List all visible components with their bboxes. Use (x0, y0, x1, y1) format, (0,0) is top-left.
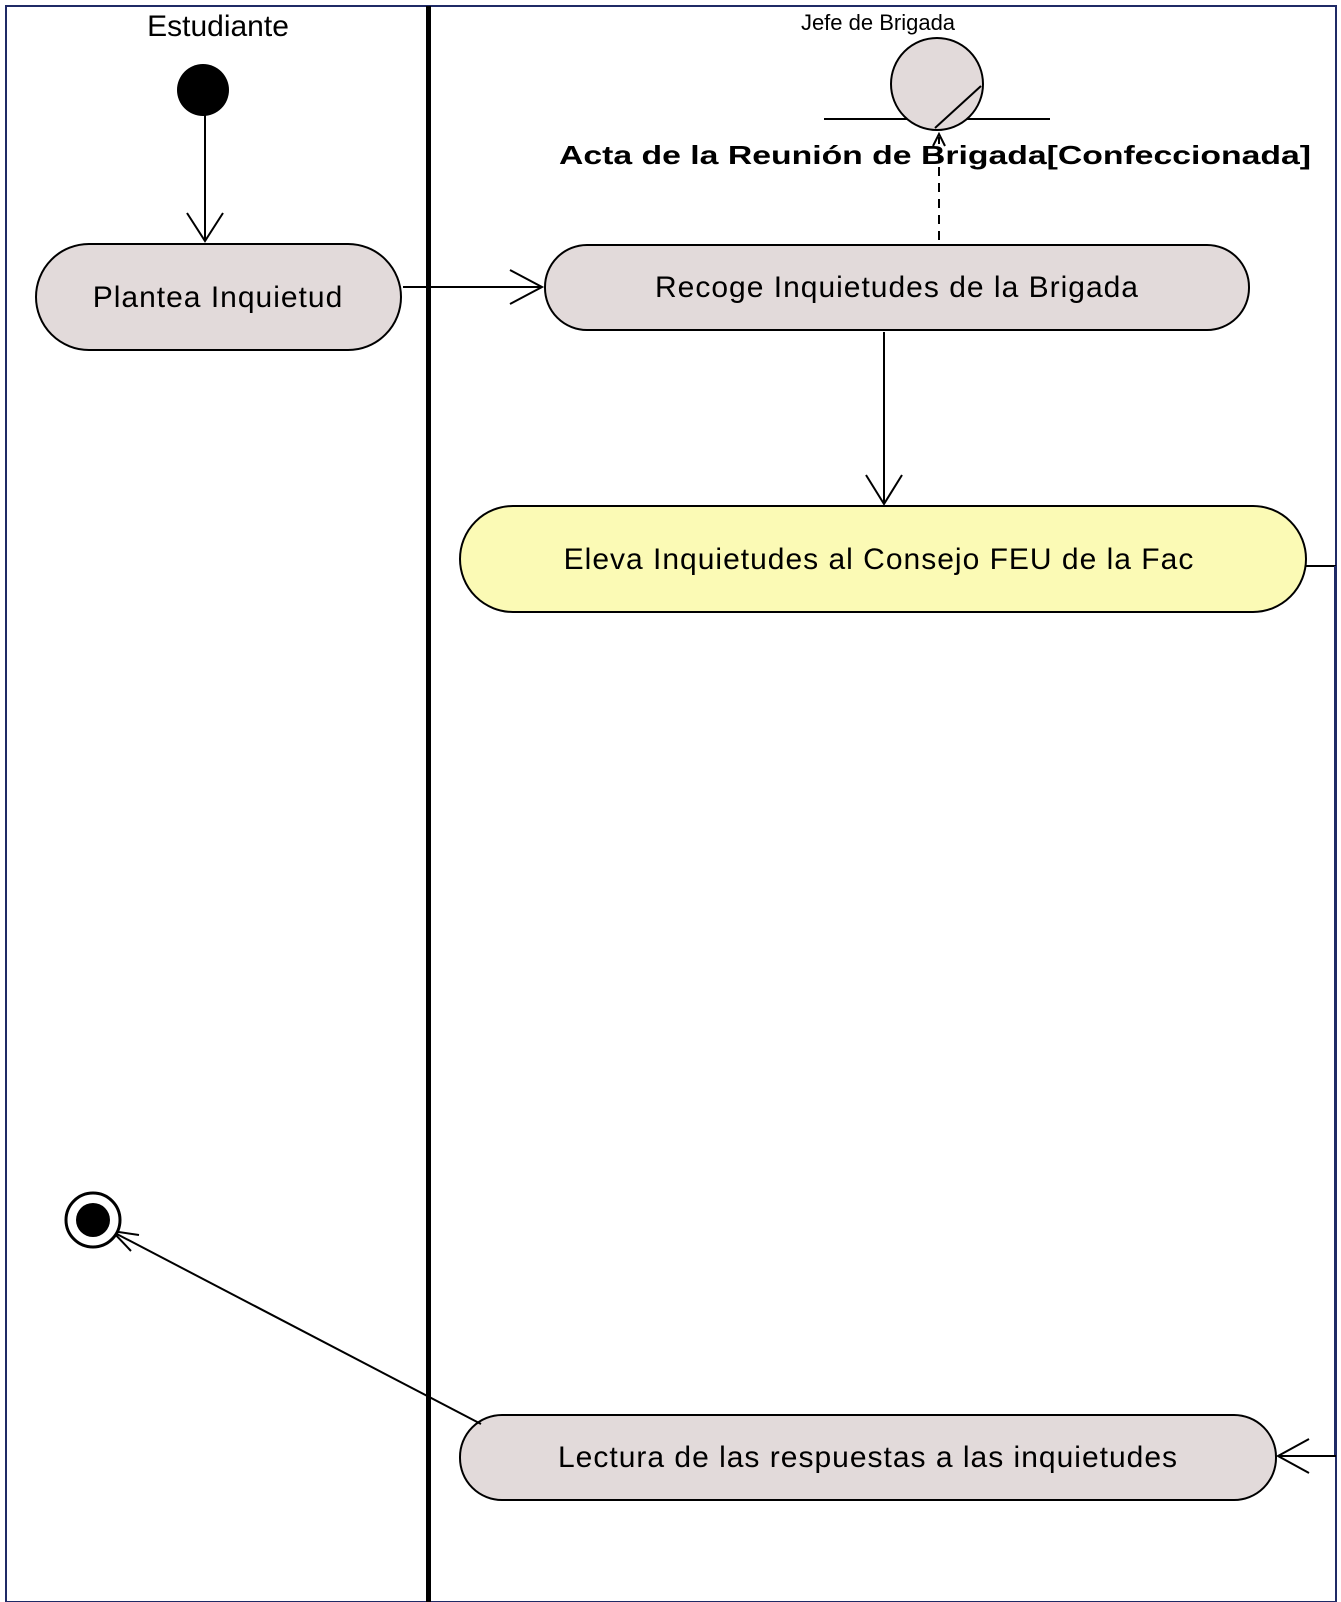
lane-title-jefe-de-brigada: Jefe de Brigada (801, 10, 956, 35)
object-node-icon-slash (934, 85, 982, 129)
object-flow-arrowhead (932, 131, 946, 147)
activity-recoge-inquietudes[interactable] (544, 244, 1250, 331)
flow-lectura-to-final (112, 1231, 482, 1425)
activity-lectura-respuestas-label: Lectura de las respuestas a las inquietu… (558, 1441, 1178, 1474)
arrowhead-lectura (1275, 1438, 1310, 1474)
activity-recoge-inquietudes-label: Recoge Inquietudes de la Brigada (655, 271, 1139, 304)
initial-node (177, 64, 229, 116)
object-node-label: Acta de la Reunión de Brigada[Confeccion… (559, 140, 1311, 170)
activity-plantea-inquietud[interactable] (35, 243, 402, 351)
activity-eleva-inquietudes[interactable] (459, 505, 1307, 613)
arrowhead-eleva (865, 474, 903, 506)
lane-title-estudiante: Estudiante (147, 10, 289, 43)
final-node-inner (76, 1203, 110, 1237)
object-node-icon (890, 37, 984, 131)
arrowhead-plantea (186, 212, 224, 243)
activity-lectura-respuestas[interactable] (459, 1414, 1277, 1501)
arrowhead-recoge (509, 269, 545, 305)
activity-eleva-inquietudes-label: Eleva Inquietudes al Consejo FEU de la F… (564, 543, 1195, 576)
activity-plantea-inquietud-label: Plantea Inquietud (93, 281, 344, 314)
swimlane-divider (426, 6, 431, 1602)
